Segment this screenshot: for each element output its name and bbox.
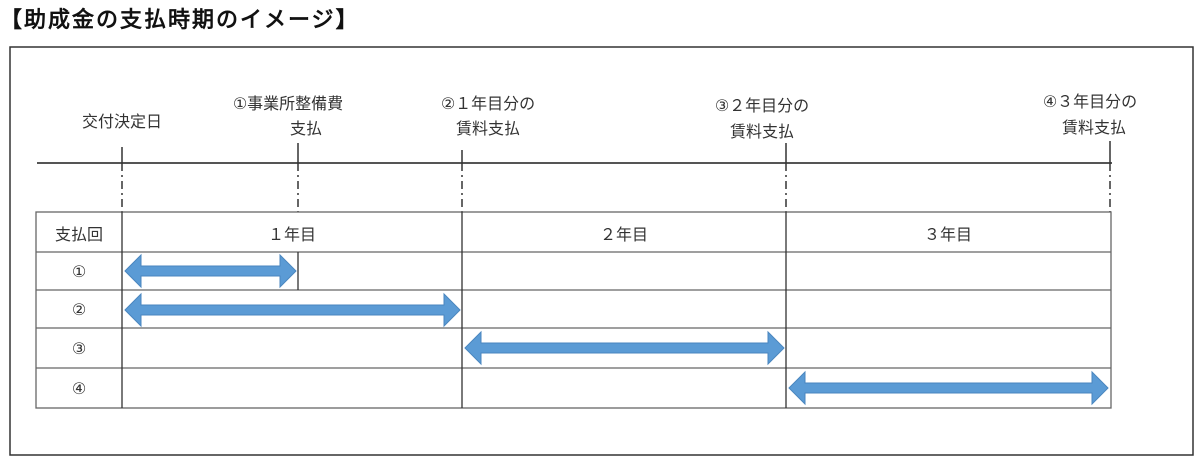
year-3-header: ３年目 xyxy=(924,225,972,244)
marker-label-grant-decision: 交付決定日 xyxy=(82,112,162,131)
marker-label-3-line2: 賃料支払 xyxy=(730,122,794,141)
marker-label-1-line1: ①事業所整備費 xyxy=(233,94,343,113)
table-header-payment-round: 支払回 xyxy=(55,225,103,244)
marker-label-2-line1: ②１年目分の xyxy=(441,94,535,113)
marker-label-3-line1: ③２年目分の xyxy=(715,96,809,115)
payment-period-arrow-2 xyxy=(124,292,461,328)
marker-label-2-line2: 賃料支払 xyxy=(456,119,520,138)
payment-period-arrow-3 xyxy=(464,330,785,366)
marker-label-4-line1: ④３年目分の xyxy=(1043,92,1137,111)
row-label-1: ① xyxy=(72,262,86,281)
schedule-table xyxy=(35,211,1112,409)
marker-label-4-line2: 賃料支払 xyxy=(1062,118,1126,137)
payment-period-arrow-4 xyxy=(788,370,1109,406)
marker-label-1-line2: 支払 xyxy=(290,119,322,138)
year-2-header: ２年目 xyxy=(600,225,648,244)
row-label-4: ④ xyxy=(72,379,86,398)
year-1-header: １年目 xyxy=(268,225,316,244)
diagram-title: 【助成金の支払時期のイメージ】 xyxy=(0,8,360,33)
row-label-2: ② xyxy=(72,300,86,319)
payment-period-arrow-1 xyxy=(124,253,297,289)
outer-frame xyxy=(9,46,1194,456)
row-label-3: ③ xyxy=(72,339,86,358)
